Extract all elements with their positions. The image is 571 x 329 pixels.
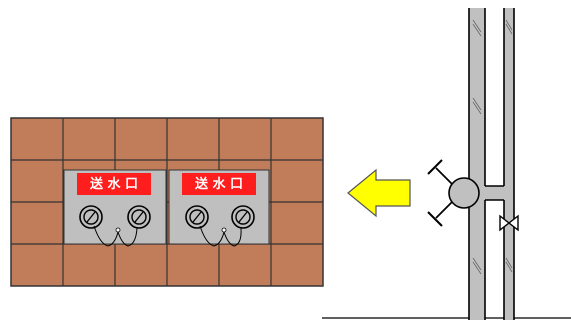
arrow-left-icon [347,168,411,218]
valve-icon [499,214,519,232]
panel-label-bg [77,173,151,195]
pipe-icon [503,8,515,320]
pipe-icon [468,8,486,320]
panel-label-bg [182,173,256,195]
coupling-icon [231,205,255,229]
panel-label: 送 水 口 [194,176,243,192]
panel-label: 送 水 口 [89,176,138,192]
coupling-icon [127,205,151,229]
coupling-head [427,159,480,227]
coupling-icon [79,205,103,229]
inlet-panel-1: 送 水 口 [63,169,167,247]
coupling-icon [185,205,209,229]
brick-wall [10,117,324,287]
inlet-panel-2: 送 水 口 [168,169,270,247]
